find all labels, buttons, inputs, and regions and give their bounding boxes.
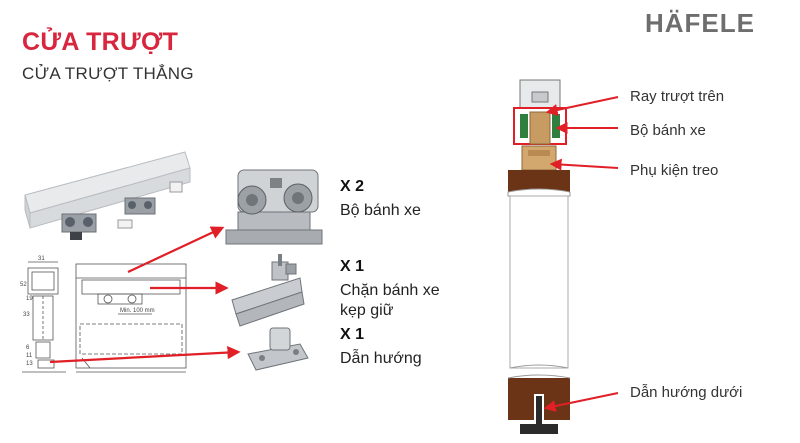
floor-guide-label: Dẫn hướng xyxy=(340,350,422,367)
arrow-to-top-rail xyxy=(545,96,619,116)
arrow-to-hanging-fitting xyxy=(549,158,619,171)
callout-arrows-left xyxy=(49,226,241,364)
stopper-label-line-2: kẹp giữ xyxy=(340,302,394,319)
label-roller-set: Bộ bánh xe xyxy=(630,122,706,139)
label-top-rail: Ray trượt trên xyxy=(630,88,725,105)
roller-carriage-label: Bộ bánh xe xyxy=(340,202,421,219)
label-bottom-guide: Dẫn hướng dưới xyxy=(630,384,743,401)
label-hanging-fitting: Phụ kiện treo xyxy=(630,162,719,179)
dim-11: 11 xyxy=(26,353,33,359)
dim-min-100: Min. 100 mm xyxy=(120,308,155,314)
arrow-to-floor-guide xyxy=(49,345,241,364)
dim-19: 19 xyxy=(26,296,33,302)
callout-arrows-right xyxy=(543,96,619,412)
stopper-clip-image xyxy=(231,254,305,327)
arrow-to-bottom-guide xyxy=(543,392,619,412)
roller-carriage-qty: X 2 xyxy=(340,178,365,195)
dim-52: 52 xyxy=(20,282,27,288)
arrow-to-roller-carriage xyxy=(127,226,225,273)
door-section xyxy=(507,79,571,434)
roller-carriage-image xyxy=(225,169,323,245)
technical-drawing xyxy=(22,261,187,373)
hafele-logo: HÄFELE xyxy=(645,8,755,38)
dim-33: 33 xyxy=(23,312,30,318)
page-title: CỬA TRƯỢT xyxy=(22,28,179,56)
stopper-label-line-1: Chặn bánh xe xyxy=(340,282,440,299)
dim-31: 31 xyxy=(38,256,45,262)
dim-13: 13 xyxy=(26,361,33,367)
floor-guide-image xyxy=(247,327,309,371)
page-subtitle: CỬA TRƯỢT THẲNG xyxy=(22,64,194,83)
dim-6: 6 xyxy=(26,345,30,351)
stopper-qty: X 1 xyxy=(340,258,365,275)
track-rail-photo xyxy=(24,151,191,240)
floor-guide-qty: X 1 xyxy=(340,326,365,343)
